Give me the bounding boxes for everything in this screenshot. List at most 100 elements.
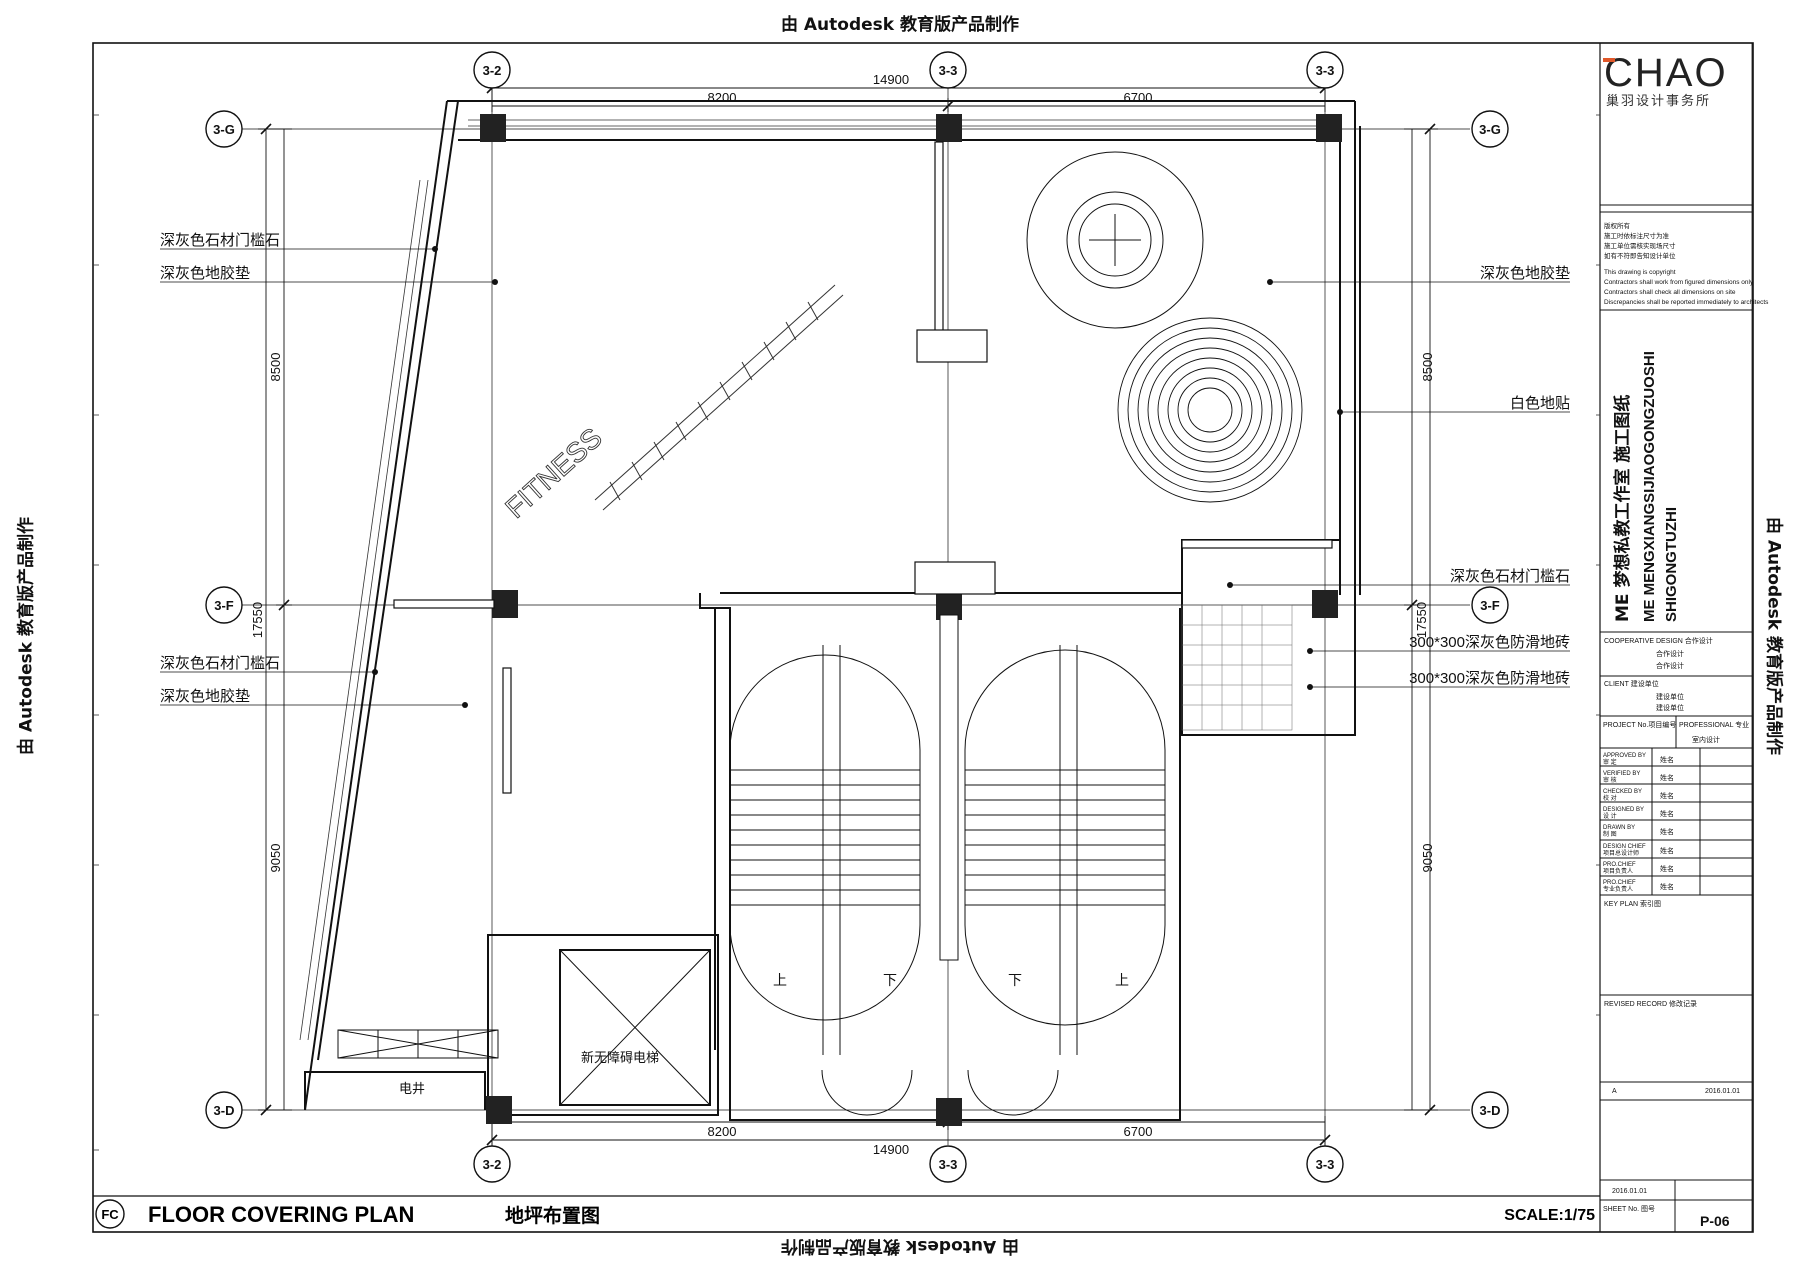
label-rubber-mat-2: 深灰色地胶垫 (160, 688, 250, 705)
firm-logo: CHAO 巢羽设计事务所 (1603, 51, 1728, 109)
label-white-decal: 白色地贴 (1510, 395, 1570, 412)
project-pinyin-1: ME MENGXIANGSIJIAOGONGZUOSHI (1641, 351, 1658, 622)
dim-top-left: 8200 (708, 90, 737, 105)
professional-value: 室内设计 (1692, 735, 1720, 744)
copyright-en-4: Discrepancies shall be reported immediat… (1604, 299, 1769, 306)
dim-left-total: 17550 (250, 602, 265, 638)
project-title-cn: ME 梦想私教工作室 施工图纸 (1612, 395, 1633, 622)
fitness-floor-text: FITNESS (499, 422, 608, 524)
grid-row-bottom-left: 3-D (214, 1103, 235, 1118)
sign-cn-1: 审 定 (1603, 758, 1617, 766)
cooperative-value-2: 合作设计 (1656, 661, 1684, 670)
revision-mark: A (1612, 1088, 1617, 1095)
material-labels-left: 深灰色石材门槛石 深灰色地胶垫 深灰色石材门槛石 深灰色地胶垫 (160, 232, 280, 705)
stair-right (964, 645, 1166, 1055)
grid-labels: 3-2 3-3 3-3 3-2 3-3 3-3 3-G 3-F 3-D 3-G … (213, 63, 1501, 1172)
autodesk-stamp-top: 由 Autodesk 教育版产品制作 (780, 15, 1020, 35)
sign-en-6: DESIGN CHIEF (1603, 844, 1646, 850)
stair-down-left: 下 (883, 972, 897, 988)
label-stone-threshold-2: 深灰色石材门槛石 (160, 655, 280, 672)
sign-val-5: 姓名 (1660, 827, 1674, 836)
elevator-label: 新无障碍电梯 (581, 1050, 659, 1066)
copyright-cn-1: 版权所有 (1604, 221, 1631, 230)
copyright-cn-4: 如有不符即告知设计单位 (1604, 251, 1676, 260)
project-pinyin-2: SHIGONGTUZHI (1663, 507, 1680, 622)
sign-en-5: DRAWN BY (1603, 825, 1635, 831)
grid-col-right-bottom: 3-3 (1316, 1157, 1335, 1172)
professional-label: PROFESSIONAL 专业 (1679, 720, 1749, 729)
dim-top-right: 6700 (1124, 90, 1153, 105)
project-title-vertical: ME 梦想私教工作室 施工图纸 ME MENGXIANGSIJIAOGONGZU… (1612, 351, 1680, 622)
sign-val-3: 姓名 (1660, 791, 1674, 800)
client-value-2: 建设单位 (1656, 703, 1684, 712)
title-block-fields: COOPERATIVE DESIGN 合作设计 合作设计 合作设计 CLIENT… (1603, 636, 1749, 1229)
sign-cn-4: 设 计 (1603, 812, 1617, 820)
grid-row-top-right: 3-G (1479, 122, 1501, 137)
dimension-lines (258, 80, 1438, 1148)
sign-en-1: APPROVED BY (1603, 753, 1646, 759)
grid-row-bottom-right: 3-D (1480, 1103, 1501, 1118)
client-value-1: 建设单位 (1656, 692, 1684, 701)
material-labels-right: 深灰色地胶垫 白色地贴 深灰色石材门槛石 300*300深灰色防滑地砖 300*… (1409, 265, 1570, 687)
drawing-title-cn: 地坪布置图 (505, 1204, 600, 1227)
title-bar: FC FLOOR COVERING PLAN 地坪布置图 SCALE:1/75 (95, 1199, 1595, 1229)
label-stone-threshold-3: 深灰色石材门槛石 (1450, 568, 1570, 585)
circle-decal-target (1026, 151, 1204, 329)
sign-cn-8: 专业负责人 (1603, 885, 1633, 893)
grid-col-left-bottom: 3-2 (483, 1157, 502, 1172)
sheet-frame (92, 42, 1754, 1233)
title-block (1600, 204, 1752, 1232)
stair-left (729, 645, 921, 1055)
dim-right-total: 17550 (1414, 602, 1429, 638)
drawing-title-en: FLOOR COVERING PLAN (148, 1202, 414, 1227)
grid-row-top-left: 3-G (213, 122, 235, 137)
leader-dots (372, 246, 1343, 708)
circle-decal-rings (1117, 317, 1303, 503)
cooperative-value-1: 合作设计 (1656, 649, 1684, 658)
sign-val-6: 姓名 (1660, 846, 1674, 855)
grid-row-mid-left: 3-F (214, 598, 234, 613)
dim-left-lower: 9050 (268, 844, 283, 873)
cooperative-label: COOPERATIVE DESIGN 合作设计 (1604, 636, 1713, 645)
sign-val-2: 姓名 (1660, 773, 1674, 782)
stair-doors (821, 1069, 1059, 1116)
grid-col-right-top: 3-3 (1316, 63, 1335, 78)
copyright-en-1: This drawing is copyright (1604, 269, 1676, 276)
sign-en-7: PRO.CHIEF (1603, 862, 1636, 868)
revision-date: 2016.01.01 (1705, 1088, 1740, 1095)
grid-col-mid-top: 3-3 (939, 63, 958, 78)
grid-bubbles (205, 51, 1509, 1183)
elevator-symbol (559, 949, 711, 1106)
sign-cn-6: 项目总设计师 (1603, 849, 1639, 857)
stair-down-right: 下 (1008, 972, 1022, 988)
copyright-en-2: Contractors shall work from figured dime… (1604, 279, 1754, 286)
revised-record-label: REVISED RECORD 修改记录 (1604, 999, 1697, 1008)
stair-up-left: 上 (773, 972, 787, 988)
key-plan-label: KEY PLAN 索引图 (1604, 899, 1661, 908)
label-rubber-mat-1: 深灰色地胶垫 (160, 265, 250, 282)
label-anti-slip-tile-2: 300*300深灰色防滑地砖 (1409, 670, 1570, 687)
sign-val-7: 姓名 (1660, 864, 1674, 873)
grid-col-left-top: 3-2 (483, 63, 502, 78)
stair-direction-labels: 上 下 下 上 (773, 972, 1129, 988)
label-rubber-mat-3: 深灰色地胶垫 (1480, 265, 1570, 282)
project-no-label: PROJECT No.项目编号 (1603, 720, 1676, 729)
sign-en-4: DESIGNED BY (1603, 807, 1644, 813)
sign-val-8: 姓名 (1660, 882, 1674, 891)
sign-cn-3: 校 对 (1603, 794, 1617, 802)
drawing-scale: SCALE:1/75 (1504, 1207, 1595, 1224)
firm-name: 巢羽设计事务所 (1606, 93, 1711, 109)
stair-up-right: 上 (1115, 972, 1129, 988)
dim-left-upper: 8500 (268, 353, 283, 382)
fitness-floor-marks (594, 284, 844, 511)
logo-chao: CHAO (1604, 51, 1728, 95)
window-glazing (299, 119, 1340, 1041)
copyright-en-3: Contractors shall check all dimensions o… (1604, 289, 1736, 296)
sign-cn-2: 审 核 (1603, 776, 1617, 784)
frame-ticks (93, 114, 1600, 1151)
label-anti-slip-tile-1: 300*300深灰色防滑地砖 (1409, 634, 1570, 651)
copyright-cn-2: 施工时依标注尺寸为准 (1604, 231, 1670, 240)
sign-cn-5: 制 图 (1603, 830, 1617, 838)
copyright-notes: 版权所有 施工时依标注尺寸为准 施工单位需核实现场尺寸 如有不符即告知设计单位 … (1604, 221, 1769, 306)
copyright-cn-3: 施工单位需核实现场尺寸 (1604, 241, 1676, 250)
